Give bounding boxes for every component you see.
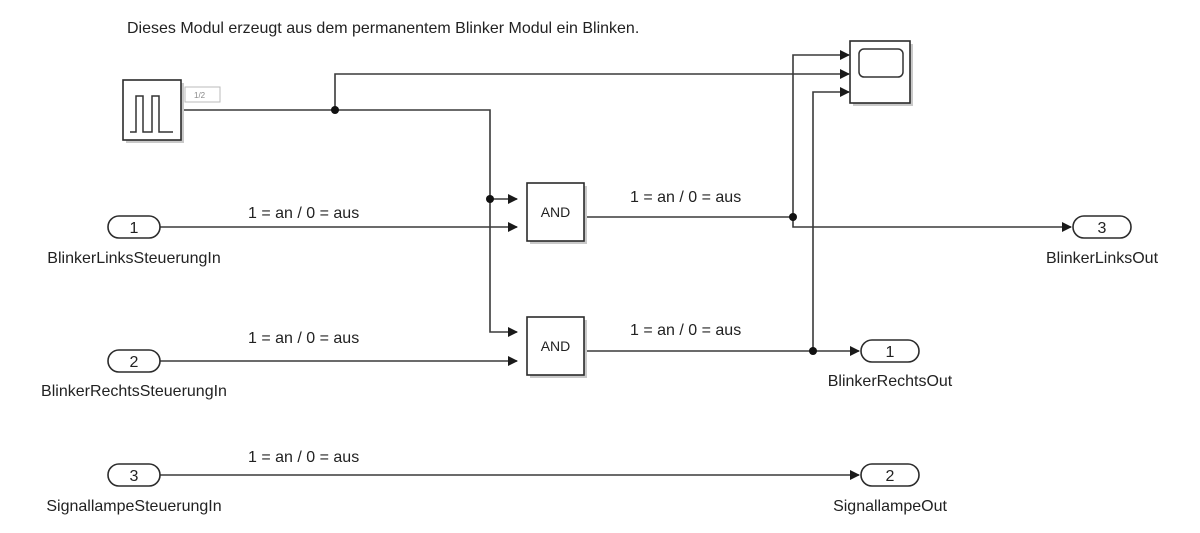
- wire-and1-to-scope: [792, 50, 850, 217]
- junction-dot: [486, 195, 494, 203]
- svg-text:AND: AND: [541, 338, 571, 354]
- svg-text:1: 1: [886, 344, 895, 361]
- wire-pulse-to-and2: [489, 199, 518, 337]
- inport-3[interactable]: 3 SignallampeSteuerungIn: [46, 463, 222, 515]
- signal-label: 1 = an / 0 = aus: [248, 330, 359, 347]
- signal-label: 1 = an / 0 = aus: [248, 205, 359, 222]
- outport-1[interactable]: 1 BlinkerRechtsOut: [828, 339, 953, 390]
- pulse-generator-block[interactable]: [122, 79, 184, 143]
- signal-label: 1 = an / 0 = aus: [630, 189, 741, 206]
- svg-text:1/2: 1/2: [194, 91, 206, 100]
- sample-time-tag: 1/2: [184, 86, 221, 103]
- outport-name: BlinkerLinksOut: [1046, 250, 1159, 267]
- svg-text:3: 3: [1098, 220, 1107, 237]
- wire-and1-to-outport3: [585, 216, 1072, 232]
- outport-name: BlinkerRechtsOut: [828, 373, 953, 390]
- junction-dot: [809, 347, 817, 355]
- svg-text:1: 1: [130, 220, 139, 237]
- wire-pulse-to-and1: [182, 109, 518, 204]
- and-block-2[interactable]: AND: [526, 316, 587, 378]
- and-block-1[interactable]: AND: [526, 182, 587, 244]
- outport-3[interactable]: 3 BlinkerLinksOut: [1046, 215, 1159, 267]
- module-description: Dieses Modul erzeugt aus dem permanentem…: [127, 20, 639, 37]
- scope-icon: [858, 48, 904, 78]
- junction-dot: [331, 106, 339, 114]
- scope-block[interactable]: [849, 40, 913, 106]
- inport-name: BlinkerRechtsSteuerungIn: [41, 383, 227, 400]
- outport-2[interactable]: 2 SignallampeOut: [833, 463, 947, 515]
- wire-pulse-to-scope: [334, 69, 850, 110]
- svg-text:2: 2: [886, 468, 895, 485]
- svg-text:2: 2: [130, 354, 139, 371]
- outport-name: SignallampeOut: [833, 498, 947, 515]
- svg-text:AND: AND: [541, 204, 571, 220]
- inport-name: SignallampeSteuerungIn: [46, 498, 221, 515]
- svg-text:3: 3: [130, 468, 139, 485]
- pulse-wave-icon: [130, 95, 173, 133]
- wire-and2-to-scope: [812, 87, 850, 351]
- junction-dot: [789, 213, 797, 221]
- signal-label: 1 = an / 0 = aus: [630, 322, 741, 339]
- inport-name: BlinkerLinksSteuerungIn: [47, 250, 220, 267]
- signal-label: 1 = an / 0 = aus: [248, 449, 359, 466]
- inport-2[interactable]: 2 BlinkerRechtsSteuerungIn: [41, 349, 227, 400]
- inport-1[interactable]: 1 BlinkerLinksSteuerungIn: [47, 215, 221, 267]
